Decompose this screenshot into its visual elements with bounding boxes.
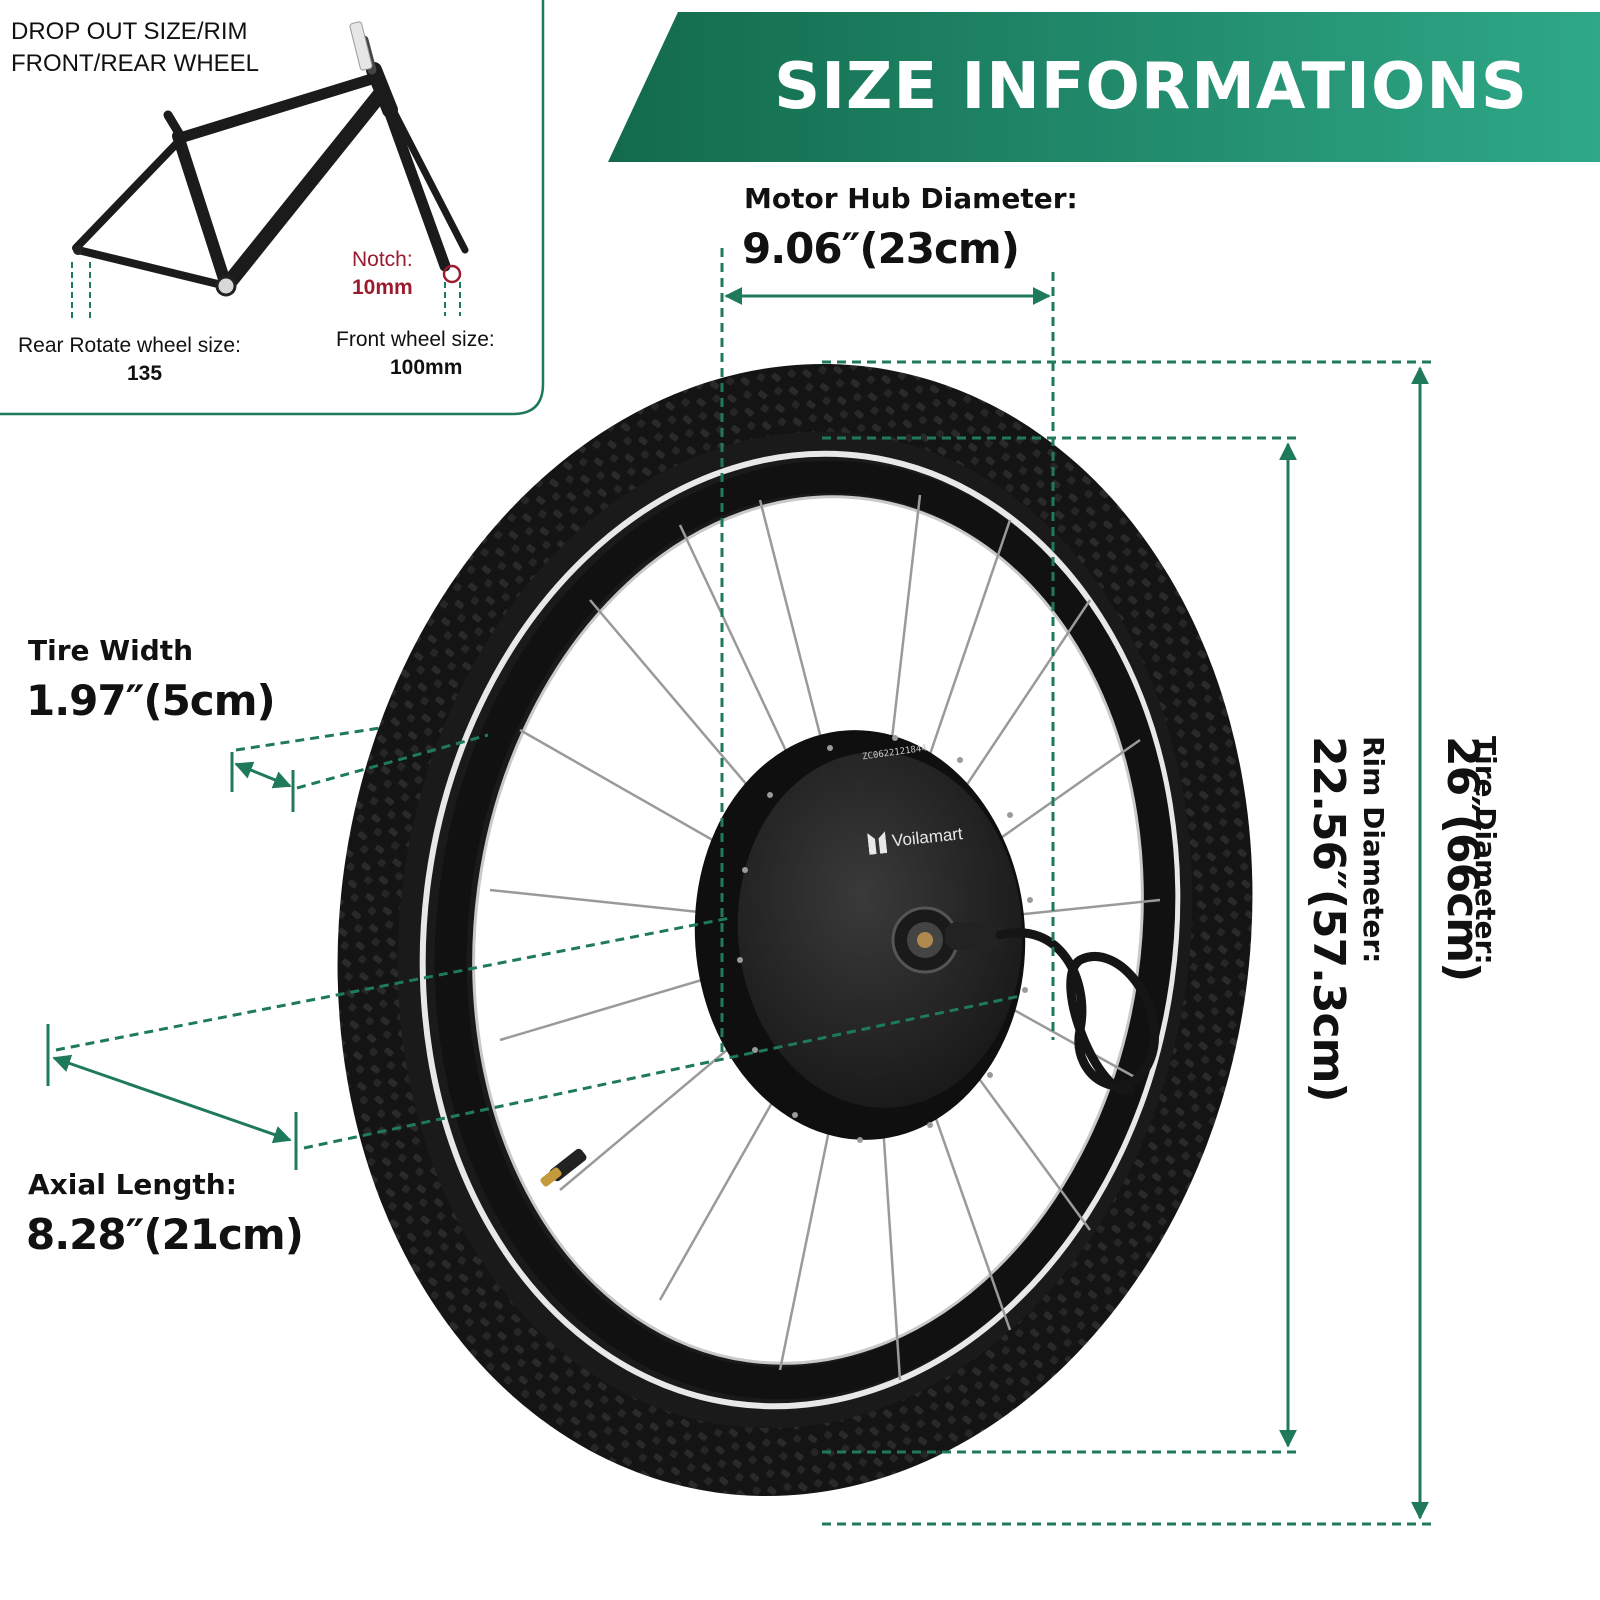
tire-width-label: Tire Width: [28, 634, 194, 667]
inset-heading-line1: DROP OUT SIZE/RIM: [11, 18, 248, 45]
axial-length-arrow: [52, 1054, 292, 1144]
rear-wheel-size-value: 135: [127, 362, 163, 385]
tire-diameter-value: 26″(66cm): [1437, 736, 1488, 982]
axial-length-value: 8.28″(21cm): [26, 1210, 304, 1259]
notch-label: Notch:: [352, 248, 413, 271]
inset-border: [0, 0, 545, 416]
rim-diameter-value: 22.56″(57.3cm): [1303, 736, 1354, 1102]
inset-heading-line2: FRONT/REAR WHEEL: [11, 50, 260, 77]
tire-width-arrow: [234, 761, 292, 789]
tire-width-value: 1.97″(5cm): [26, 676, 276, 725]
page-title: SIZE INFORMATIONS: [774, 50, 1528, 124]
title-banner: SIZE INFORMATIONS: [608, 12, 1600, 162]
front-wheel-size-value: 100mm: [390, 356, 463, 379]
motor-hub-label: Motor Hub Diameter:: [744, 182, 1078, 215]
notch-value: 10mm: [352, 276, 413, 299]
axial-length-label: Axial Length:: [28, 1168, 237, 1201]
dropout-inset: DROP OUT SIZE/RIM FRONT/REAR WHEEL: [0, 0, 546, 416]
banner-shape: [608, 12, 1600, 162]
motor-hub-value: 9.06″(23cm): [742, 224, 1020, 273]
rim-diameter-label: Rim Diameter:: [1357, 736, 1390, 964]
front-wheel-size-label: Front wheel size:: [336, 328, 495, 351]
bike-frame-illustration: [71, 21, 469, 320]
rear-wheel-size-label: Rear Rotate wheel size:: [18, 334, 241, 357]
